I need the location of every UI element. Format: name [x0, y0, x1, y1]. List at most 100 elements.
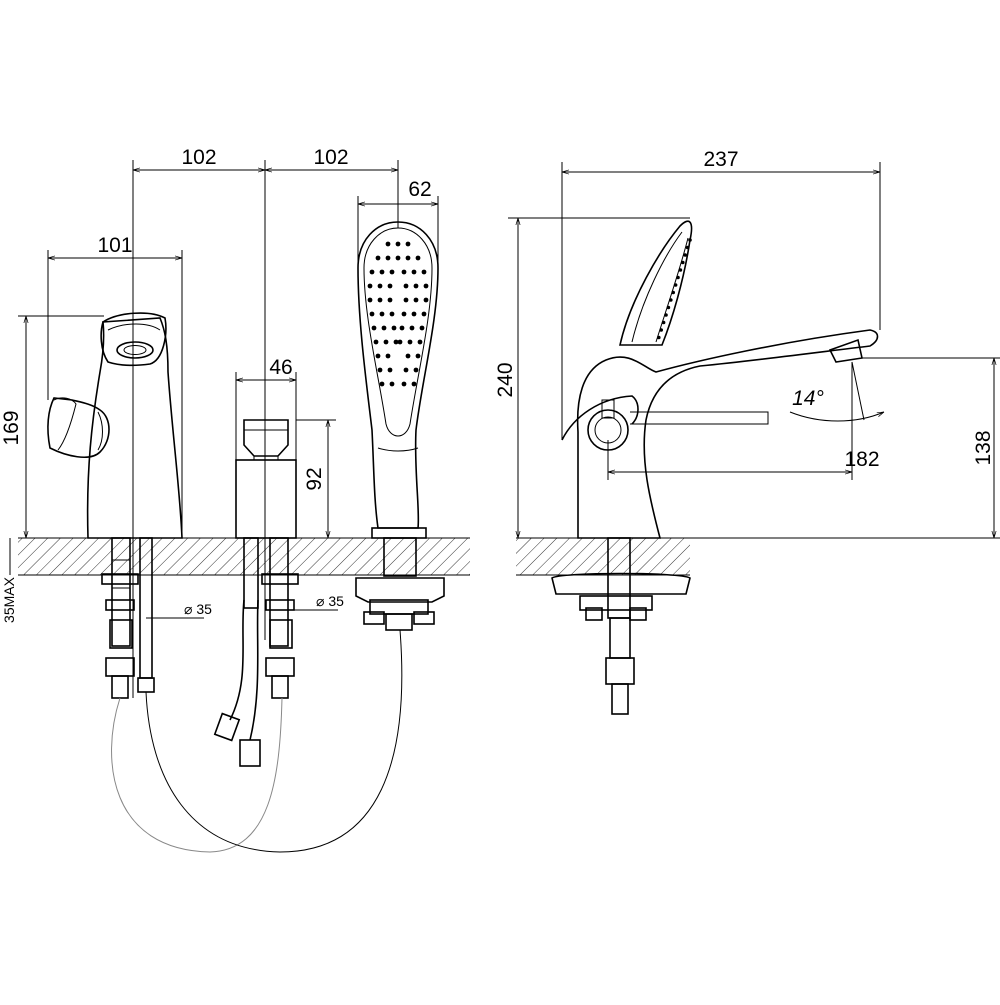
grip-dot [661, 320, 666, 325]
dim-mixer-height: 169 [0, 410, 23, 445]
nozzle-dot [373, 339, 379, 345]
nozzle-dot [405, 255, 411, 261]
dim-mixer-width: 101 [97, 234, 132, 257]
nozzle-dot [413, 283, 419, 289]
nozzle-dot [385, 241, 391, 247]
nozzle-dot [409, 325, 415, 331]
nozzle-dot [377, 367, 383, 373]
nozzle-dot [415, 255, 421, 261]
dim-diverter-height: 92 [303, 467, 326, 490]
nozzle-dot [417, 339, 423, 345]
nozzle-dot [393, 339, 399, 345]
nozzle-dot [415, 353, 421, 359]
nozzle-dot [397, 339, 403, 345]
lever-grip-dots [657, 238, 692, 340]
nozzle-dot [411, 311, 417, 317]
dim-hole-diameter-2: ⌀ 35 [316, 593, 344, 609]
dim-outlet-height: 138 [972, 430, 995, 465]
dim-spacing-left: 102 [181, 146, 216, 169]
handshower-base [355, 537, 445, 631]
nozzle-dot [383, 339, 389, 345]
nozzle-dot [387, 283, 393, 289]
grip-dot [683, 253, 687, 257]
nozzle-dot [407, 339, 413, 345]
nozzle-dot [367, 283, 373, 289]
nozzle-dot [421, 269, 427, 275]
nozzle-dot [401, 269, 407, 275]
nozzle-dot [411, 269, 417, 275]
grip-dot [657, 335, 661, 340]
nozzle-dot [403, 297, 409, 303]
handshower-nozzles [367, 241, 429, 387]
grip-dot [671, 290, 675, 295]
dim-spacing-right: 102 [313, 146, 348, 169]
grip-dot [678, 268, 683, 272]
mixer-body [47, 312, 183, 539]
nozzle-dot [369, 311, 375, 317]
nozzle-dot [379, 311, 385, 317]
nozzle-dot [423, 283, 429, 289]
nozzle-dot [419, 325, 425, 331]
nozzle-dot [395, 241, 401, 247]
dim-spout-length: 237 [703, 148, 738, 171]
nozzle-dot [369, 269, 375, 275]
nozzle-dot [421, 311, 427, 317]
nozzle-dot [387, 297, 393, 303]
nozzle-dot [389, 311, 395, 317]
grip-dot [685, 245, 690, 250]
nozzle-dot [413, 367, 419, 373]
nozzle-dot [403, 367, 409, 373]
grip-dot [681, 260, 685, 265]
nozzle-dot [385, 353, 391, 359]
dim-spout-reach: 182 [844, 448, 879, 471]
side-view-connectors [551, 537, 691, 715]
nozzle-dot [391, 325, 397, 331]
nozzle-dot [389, 381, 395, 387]
nozzle-dot [385, 255, 391, 261]
grip-dot [669, 298, 673, 302]
nozzle-dot [395, 255, 401, 261]
nozzle-dot [371, 325, 377, 331]
nozzle-dot [379, 269, 385, 275]
nozzle-dot [401, 311, 407, 317]
nozzle-dot [403, 283, 409, 289]
nozzle-dot [405, 353, 411, 359]
grip-dot [673, 283, 678, 287]
side-view-body [561, 220, 879, 539]
nozzle-dot [399, 325, 405, 331]
nozzle-dot [423, 297, 429, 303]
mixer-connectors [101, 537, 155, 699]
dim-spout-angle: 14° [792, 387, 824, 410]
nozzle-dot [381, 325, 387, 331]
nozzle-dot [377, 283, 383, 289]
dimension-labels: 102 102 62 237 101 46 182 169 92 240 138… [0, 146, 995, 623]
dimension-lines [9, 160, 1000, 698]
grip-dot [664, 313, 668, 317]
diverter-connectors [213, 537, 299, 767]
handshower [357, 221, 439, 539]
dim-handshower-width: 62 [408, 178, 431, 201]
nozzle-dot [375, 255, 381, 261]
dim-diverter-width: 46 [269, 356, 292, 379]
flexible-hoses [111, 629, 403, 853]
nozzle-dot [377, 297, 383, 303]
grip-dot [688, 238, 692, 242]
grip-dot [676, 275, 680, 280]
grip-dot [659, 328, 663, 332]
nozzle-dot [389, 269, 395, 275]
nozzle-dot [405, 241, 411, 247]
nozzle-dot [411, 381, 417, 387]
dim-hole-diameter-1: ⌀ 35 [184, 601, 212, 617]
nozzle-dot [367, 297, 373, 303]
dim-deck-thickness: 35MAX [1, 576, 17, 623]
grip-dot [666, 305, 671, 310]
nozzle-dot [379, 381, 385, 387]
deck-side [516, 537, 1000, 576]
dim-side-height: 240 [494, 362, 517, 397]
nozzle-dot [387, 367, 393, 373]
diverter-body [235, 419, 297, 539]
nozzle-dot [375, 353, 381, 359]
nozzle-dot [401, 381, 407, 387]
